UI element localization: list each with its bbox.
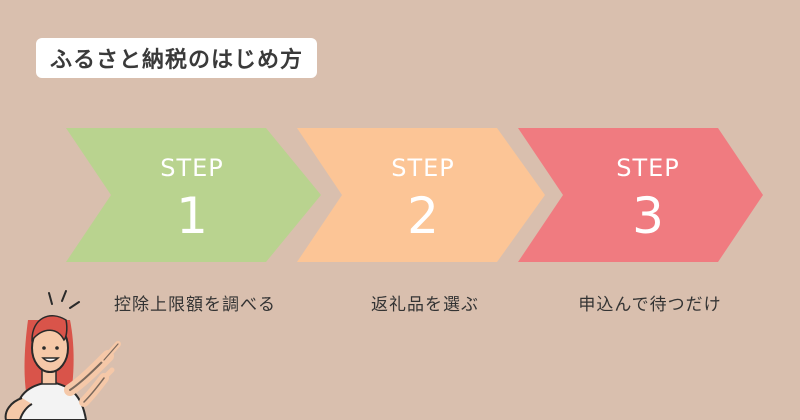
step-2-number: 2 (407, 187, 439, 245)
pointing-woman-icon (4, 290, 121, 420)
chevron-arrow-icon (518, 128, 763, 262)
chevron-arrow-icon (297, 128, 545, 262)
step-3-number: 3 (632, 187, 664, 245)
step-2-chevron: STEP 2 (297, 128, 557, 262)
step-3-label: STEP (616, 154, 680, 182)
step-1-chevron: STEP 1 (66, 128, 326, 262)
page-title: ふるさと納税のはじめ方 (36, 38, 318, 78)
chevron-arrow-icon (66, 128, 321, 262)
step-1-number: 1 (176, 187, 208, 245)
step-3-caption: 申込んで待つだけ (578, 295, 722, 315)
step-1-label: STEP (160, 154, 224, 182)
step-3-chevron: STEP 3 (518, 128, 778, 262)
step-2-label: STEP (391, 154, 455, 182)
step-2-caption: 返礼品を選ぶ (371, 295, 479, 315)
step-1-caption: 控除上限額を調べる (114, 295, 276, 315)
